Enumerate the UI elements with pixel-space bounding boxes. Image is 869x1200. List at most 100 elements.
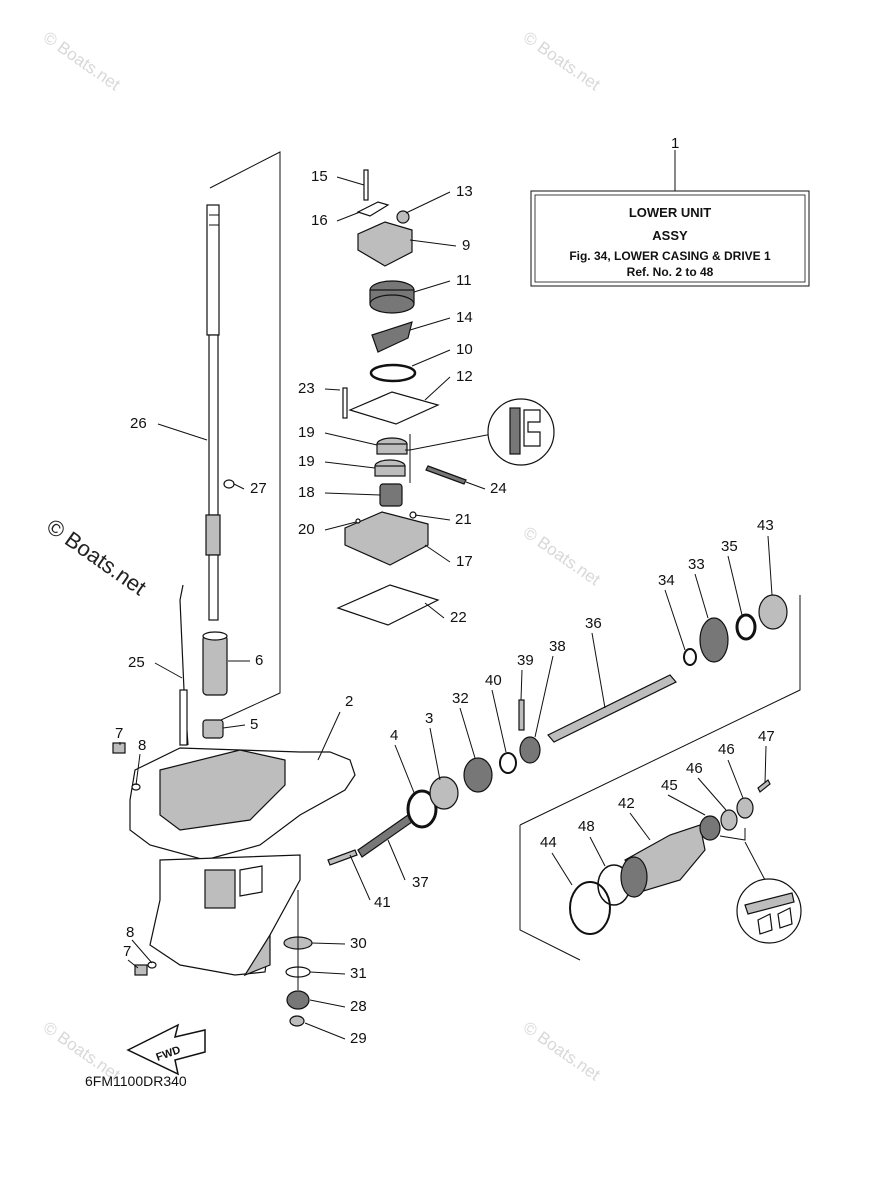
leader-line xyxy=(349,854,371,901)
leader-line xyxy=(324,492,381,496)
washer-40 xyxy=(499,752,517,774)
callout-number: 27 xyxy=(250,480,267,497)
spring-37 xyxy=(357,814,413,858)
shim-4 xyxy=(406,789,438,829)
callout-number: 15 xyxy=(311,168,328,185)
bearing-housing-group xyxy=(569,779,771,935)
bearing-43 xyxy=(758,594,788,630)
washer-34 xyxy=(683,648,697,666)
callout-number: 7 xyxy=(115,725,123,742)
leader-line xyxy=(336,176,365,186)
forward-direction-arrow: FWD xyxy=(126,1023,206,1076)
dowel-20 xyxy=(355,518,361,524)
callout-number: 2 xyxy=(345,693,353,710)
callout-number: 22 xyxy=(450,609,467,626)
shim-35 xyxy=(735,613,757,641)
callout-number: 23 xyxy=(298,380,315,397)
seal-46b xyxy=(736,797,754,819)
pinion-32 xyxy=(463,757,493,793)
leader-line xyxy=(309,999,346,1008)
callout-number: 6 xyxy=(255,652,263,669)
callout-number: 47 xyxy=(758,728,775,745)
leader-line xyxy=(336,211,361,222)
propeller-shaft-group xyxy=(406,594,788,829)
callout-number: 1 xyxy=(671,135,679,152)
bearing-18 xyxy=(379,483,403,507)
callout-number: 30 xyxy=(350,935,367,952)
bolt-7-upper xyxy=(112,742,126,754)
info-box-ref: Ref. No. 2 to 48 xyxy=(627,265,714,279)
leader-line xyxy=(424,602,445,619)
leader-line xyxy=(222,724,246,729)
callout-number: 45 xyxy=(661,777,678,794)
leader-line xyxy=(629,812,651,841)
leader-line xyxy=(411,349,451,367)
watermarks: © Boats.net © Boats.net © Boats.net © Bo… xyxy=(40,28,604,1085)
callout-number: 31 xyxy=(350,965,367,982)
watermark: © Boats.net xyxy=(520,28,604,95)
drive-shaft-mid xyxy=(208,334,219,516)
pin-39 xyxy=(518,699,525,731)
leader-line xyxy=(697,777,727,811)
callout-number: 36 xyxy=(585,615,602,632)
propeller-shaft-36 xyxy=(547,674,677,743)
callout-number: 34 xyxy=(658,572,675,589)
seal-detail-circle-2 xyxy=(736,878,802,944)
drive-shaft xyxy=(205,204,221,621)
leader-line xyxy=(727,759,744,799)
seal-46a xyxy=(720,809,738,831)
callout-number: 35 xyxy=(721,538,738,555)
clutch-dog-38 xyxy=(519,736,541,764)
watermark: © Boats.net xyxy=(40,28,124,95)
callout-number: 37 xyxy=(412,874,429,891)
lower-casing xyxy=(129,747,356,977)
water-pump-parts xyxy=(336,169,493,626)
callout-number: 43 xyxy=(757,517,774,534)
pin-27 xyxy=(223,479,235,489)
seal-detail-circle xyxy=(487,398,555,466)
leader-line xyxy=(534,655,554,738)
leader-line xyxy=(311,942,346,945)
info-box-title: LOWER UNIT xyxy=(629,205,711,220)
nut-29 xyxy=(289,1015,305,1027)
pinion-gear-28 xyxy=(286,990,310,1010)
bearing-45 xyxy=(699,815,721,841)
callout-number: 46 xyxy=(718,741,735,758)
drive-shaft-lower xyxy=(208,554,219,621)
leader-line xyxy=(664,589,686,651)
drive-shaft-collar xyxy=(205,514,221,556)
leader-line xyxy=(387,839,406,881)
callout-number: 48 xyxy=(578,818,595,835)
callout-number: 40 xyxy=(485,672,502,689)
bolt-15 xyxy=(363,169,369,201)
watermark: © Boats.net xyxy=(520,523,604,590)
callout-number: 8 xyxy=(138,737,146,754)
skeg xyxy=(243,932,271,977)
leader-line xyxy=(413,280,451,293)
leader-line xyxy=(459,707,476,759)
callout-number: 7 xyxy=(123,943,131,960)
info-box-figure: Fig. 34, LOWER CASING & DRIVE 1 xyxy=(569,249,771,263)
grommet-13 xyxy=(396,210,410,224)
bearing-3 xyxy=(429,776,459,810)
leader-line xyxy=(727,555,743,616)
callout-number: 10 xyxy=(456,341,473,358)
propeller-shaft-frame xyxy=(519,595,801,826)
leader-line xyxy=(409,317,451,331)
grouping-frames xyxy=(209,151,801,961)
callout-number: 19 xyxy=(298,424,315,441)
bushing-5 xyxy=(202,719,224,739)
callout-number: 17 xyxy=(456,553,473,570)
leader-line xyxy=(324,461,376,469)
info-box: 1 LOWER UNIT ASSY Fig. 34, LOWER CASING … xyxy=(530,135,810,287)
callout-labels: 2345677889101112131415161718191920212223… xyxy=(115,168,775,1047)
leader-line xyxy=(324,432,378,446)
leader-line xyxy=(767,535,773,596)
leader-line xyxy=(694,573,709,619)
gasket-12 xyxy=(348,391,440,425)
leader-line xyxy=(409,239,457,247)
callout-number: 25 xyxy=(128,654,145,671)
callout-number: 3 xyxy=(425,710,433,727)
leader-lines xyxy=(119,176,773,1040)
